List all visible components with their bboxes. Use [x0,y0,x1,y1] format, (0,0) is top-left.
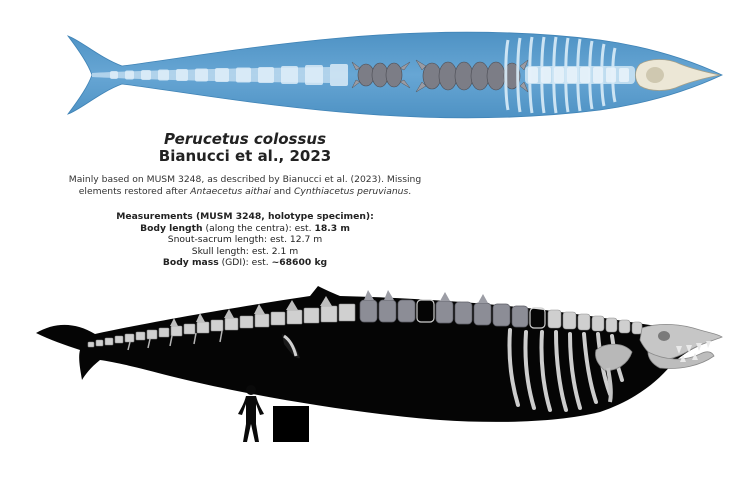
scale-bar [238,385,309,442]
dorsal-view [66,31,723,119]
genus-antaecetus: Antaecetus aithai [190,186,271,197]
title-block: Perucetus colossus Bianucci et al., 2023 [30,131,460,165]
basis-line-2-mid: and [270,186,295,197]
body-mass: Body mass (GDI): est. ~68600 kg [30,257,460,269]
lateral-flipper-bones [283,334,298,357]
genus-cynthiacetus: Cynthiacetus peruvianus [294,186,409,197]
lateral-view [36,286,723,422]
body-length: Body length (along the centra): est. 18.… [30,223,460,235]
human-silhouette-icon [238,385,264,442]
snout-sacrum-length: Snout-sacrum length: est. 12.7 m [167,234,323,245]
measurements-header: Measurements (MUSM 3248, holotype specim… [116,211,374,222]
body-mass-note: (GDI): est. [218,257,272,268]
scale-square-icon [273,406,309,442]
lateral-chevrons [127,330,223,351]
lateral-teeth [676,341,711,362]
basis-line-1: Mainly based on MUSM 3248, as described … [68,174,422,185]
basis-line-2: elements restored after Antaecetus aitha… [30,186,460,198]
lateral-scapula [595,343,633,371]
dorsal-known-vertebrae [357,61,521,91]
species-name: Perucetus colossus [163,130,326,148]
lateral-lumbar-spines [364,290,488,303]
measurements-block: Measurements (MUSM 3248, holotype specim… [30,211,460,269]
dorsal-transverse-processes [351,59,529,93]
basis-note: Mainly based on MUSM 3248, as described … [30,174,460,198]
skull-length: Skull length: est. 2.1 m [191,245,299,257]
basis-line-2-pre: elements restored after [78,186,191,197]
lateral-orbit [658,331,670,341]
dorsal-thoracic-vertebrae [528,67,629,83]
dorsal-caudal-vertebrae [110,64,348,86]
lateral-forelimb [606,367,613,403]
body-mass-label: Body mass [162,257,219,268]
basis-line-2-end: . [408,186,412,197]
lateral-restored-vertebrae [416,299,546,329]
dorsal-skull-temporal [646,67,664,83]
lateral-neural-spines [170,296,332,326]
body-length-value: 18.3 m [314,222,350,234]
authority: Bianucci et al., 2023 [158,147,332,165]
lateral-thoracic-vertebrae [547,309,643,335]
body-length-label: Body length [140,222,203,234]
lateral-known-vertebrae [359,299,529,328]
body-mass-value: ~68600 kg [271,257,328,268]
body-length-note: (along the centra): est. [202,222,315,234]
